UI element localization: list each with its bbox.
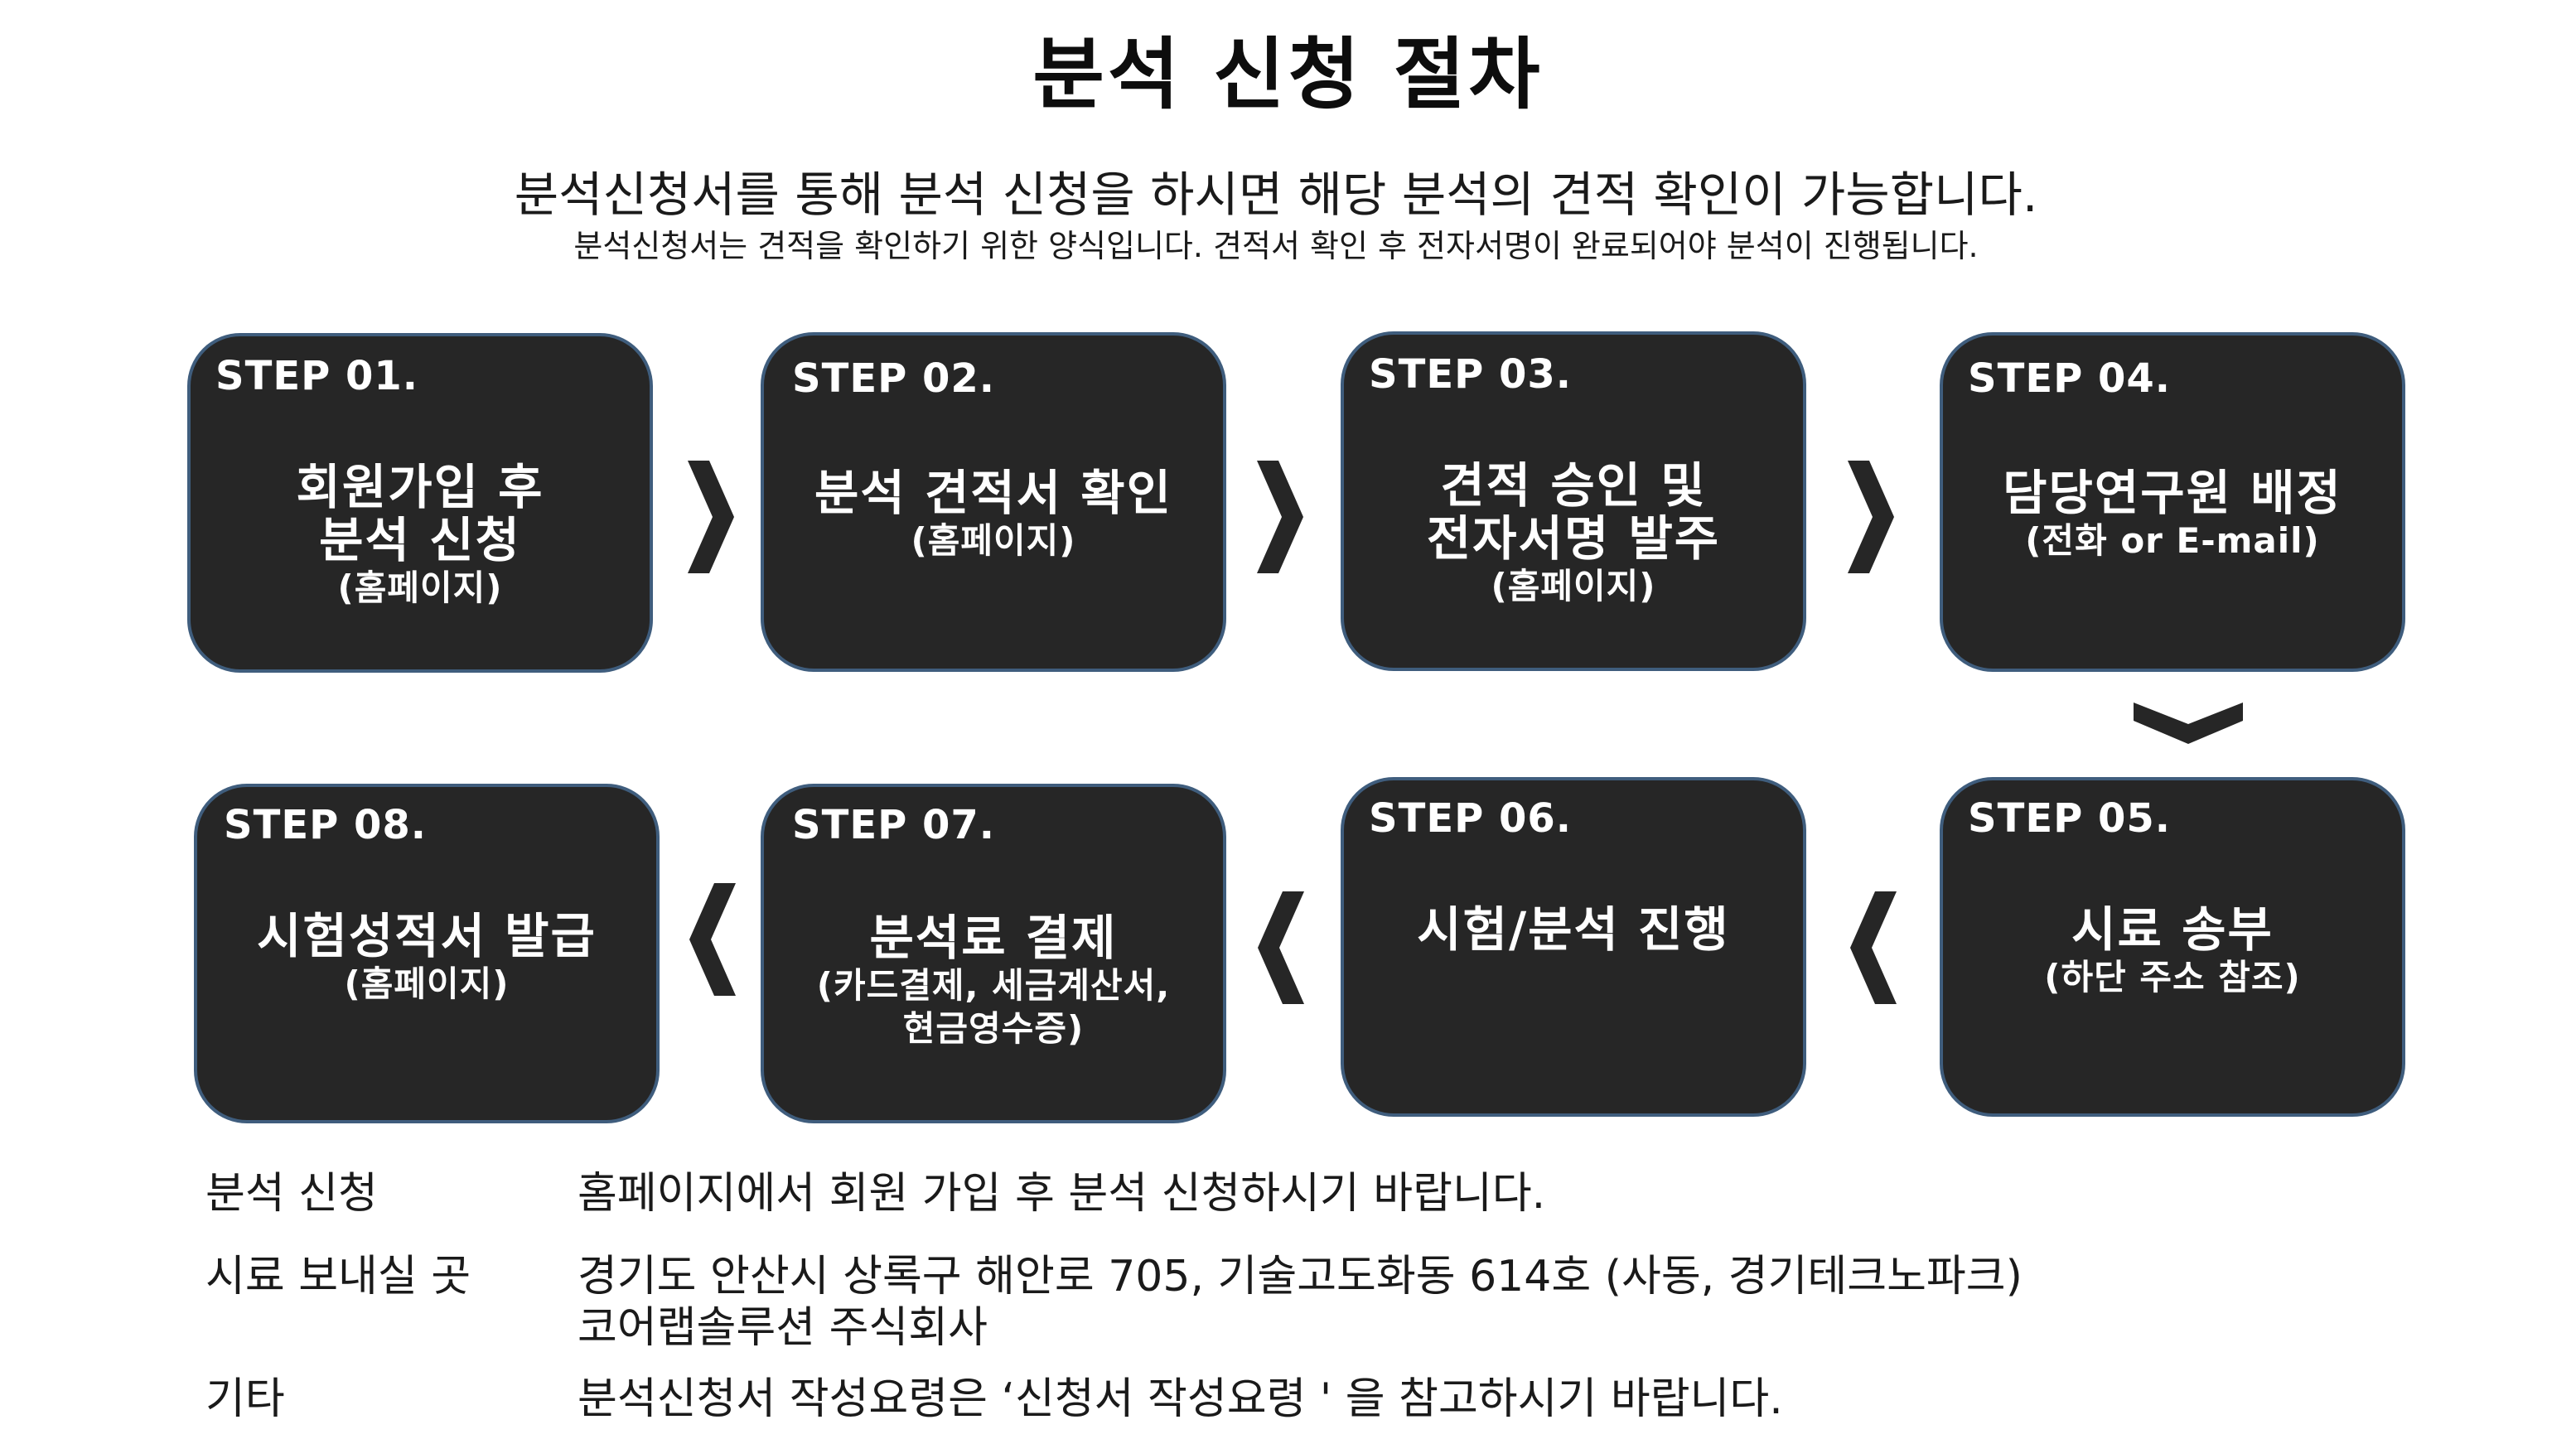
step-title: 분석 견적서 확인	[814, 465, 1172, 521]
info-value: 홈페이지에서 회원 가입 후 분석 신청하시기 바랍니다.	[578, 1169, 1546, 1219]
step-07-box: STEP 07. 분석료 결제 (카드결제, 세금계산서, 현금영수증)	[761, 784, 1226, 1123]
info-label: 기타	[205, 1374, 285, 1424]
step-08-box: STEP 08. 시험성적서 발급 (홈페이지)	[194, 784, 660, 1123]
step-note: (홈페이지)	[1491, 566, 1656, 606]
step-label: STEP 08.	[224, 802, 428, 848]
step-label: STEP 01.	[215, 353, 419, 399]
step-label: STEP 06.	[1369, 795, 1573, 842]
step-03-box: STEP 03. 견적 승인 및 전자서명 발주 (홈페이지)	[1341, 331, 1806, 671]
info-value-address: 경기도 안산시 상록구 해안로 705, 기술고도화동 614호 (사동, 경기…	[578, 1252, 2023, 1301]
chevron-right-icon	[688, 461, 734, 573]
chevron-down-icon	[2134, 703, 2243, 744]
chevron-right-icon	[1257, 461, 1303, 573]
info-value-company: 코어랩솔루션 주식회사	[578, 1303, 988, 1353]
page-subtitle: 분석신청서를 통해 분석 신청을 하시면 해당 분석의 견적 확인이 가능합니다…	[514, 167, 2038, 223]
info-value: 분석신청서 작성요령은 ‘신청서 작성요령 ' 을 참고하시기 바랍니다.	[578, 1374, 1783, 1424]
step-note: (전화 or E-mail)	[2025, 520, 2320, 561]
step-label: STEP 02.	[792, 355, 996, 402]
step-label: STEP 03.	[1369, 351, 1573, 398]
step-04-box: STEP 04. 담당연구원 배정 (전화 or E-mail)	[1940, 332, 2405, 672]
step-title: 담당연구원 배정	[2003, 465, 2342, 521]
chevron-left-icon	[689, 883, 736, 996]
step-02-box: STEP 02. 분석 견적서 확인 (홈페이지)	[761, 332, 1226, 672]
step-note: (카드결제, 세금계산서,	[816, 965, 1171, 1006]
step-label: STEP 07.	[792, 802, 996, 848]
step-title: 분석료 결제	[869, 910, 1118, 966]
step-05-box: STEP 05. 시료 송부 (하단 주소 참조)	[1940, 777, 2405, 1117]
step-title: 전자서명 발주	[1426, 510, 1721, 567]
step-note: (홈페이지)	[344, 963, 510, 1004]
step-title: 시험성적서 발급	[257, 908, 597, 964]
info-label: 분석 신청	[205, 1169, 378, 1219]
step-title: 회원가입 후	[296, 459, 544, 515]
step-title: 분석 신청	[319, 512, 521, 568]
step-note: (홈페이지)	[337, 567, 503, 608]
step-note: (홈페이지)	[911, 520, 1076, 561]
page-subnote: 분석신청서는 견적을 확인하기 위한 양식입니다. 견적서 확인 후 전자서명이…	[573, 228, 1979, 264]
step-note: (하단 주소 참조)	[2044, 957, 2301, 997]
chevron-left-icon	[1850, 891, 1897, 1004]
page-title: 분석 신청 절차	[1032, 30, 1544, 120]
step-06-box: STEP 06. 시험/분석 진행	[1341, 777, 1806, 1117]
step-title: 시료 송부	[2071, 901, 2274, 958]
chevron-right-icon	[1848, 461, 1894, 573]
step-label: STEP 04.	[1968, 355, 2172, 402]
step-01-box: STEP 01. 회원가입 후 분석 신청 (홈페이지)	[187, 333, 653, 673]
step-note: 현금영수증)	[902, 1008, 1085, 1049]
info-row-application: 분석 신청 홈페이지에서 회원 가입 후 분석 신청하시기 바랍니다.	[0, 1168, 2576, 1219]
chevron-left-icon	[1258, 891, 1304, 1004]
step-label: STEP 05.	[1968, 795, 2172, 842]
info-row-shipping: 시료 보내실 곳 경기도 안산시 상록구 해안로 705, 기술고도화동 614…	[0, 1251, 2576, 1354]
info-row-other: 기타 분석신청서 작성요령은 ‘신청서 작성요령 ' 을 참고하시기 바랍니다.	[0, 1374, 2576, 1425]
step-title: 시험/분석 진행	[1417, 901, 1730, 958]
info-label: 시료 보내실 곳	[205, 1252, 471, 1301]
step-title: 견적 승인 및	[1440, 457, 1707, 514]
